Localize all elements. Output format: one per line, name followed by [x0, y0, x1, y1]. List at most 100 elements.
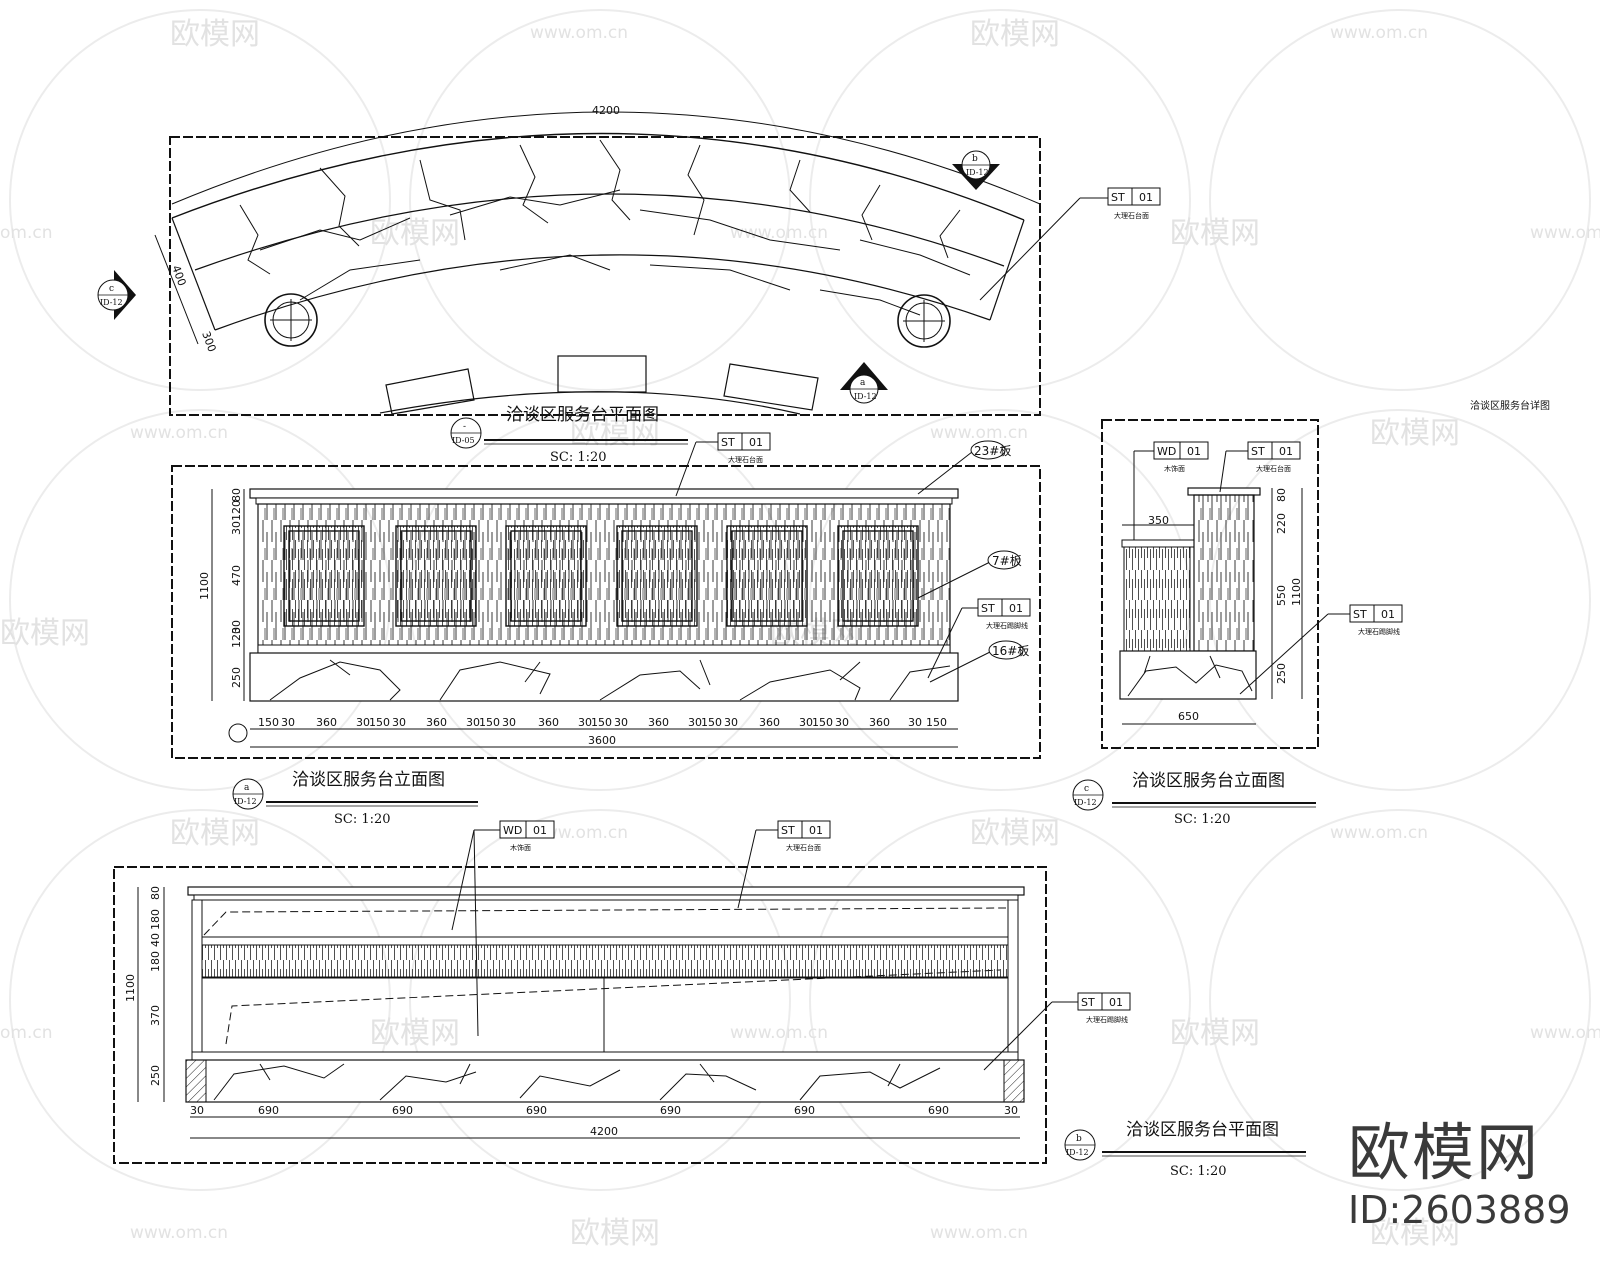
svg-text:120: 120: [230, 627, 243, 648]
watermark-brand: 欧模网: [1370, 1216, 1460, 1251]
svg-text:30: 30: [799, 716, 813, 729]
svg-text:www.om.cn: www.om.cn: [1530, 223, 1600, 243]
svg-text:80: 80: [149, 886, 162, 900]
svg-text:30: 30: [724, 716, 738, 729]
brand-id: ID:2603889: [1348, 1188, 1571, 1232]
svg-text:01: 01: [1109, 996, 1123, 1009]
svg-text:www.om.cn: www.om.cn: [1330, 23, 1428, 43]
svg-text:150: 150: [591, 716, 612, 729]
watermark-brand: 欧模网: [1170, 216, 1260, 251]
svg-text:690: 690: [928, 1104, 949, 1117]
svg-text:www.om.cn: www.om.cn: [130, 1223, 228, 1243]
elev-side-title: 洽谈区服务台立面图: [1132, 771, 1285, 791]
svg-text:ST: ST: [1111, 191, 1125, 204]
bottom-tag-st01: ST 01 大理石台面: [737, 820, 831, 909]
plan-top-scale: SC: 1:20: [550, 450, 607, 465]
material-tag-st01-top: ST 01 大理石台面: [675, 432, 771, 497]
svg-text:a: a: [244, 783, 250, 793]
dim-vtotal-bottom: 1100: [124, 974, 137, 1002]
watermark-brand: 欧模网: [170, 816, 260, 851]
svg-text:220: 220: [1275, 513, 1288, 534]
side-tag-st01: ST 01 大理石台面: [1219, 441, 1301, 493]
elev-side-scale: SC: 1:20: [1174, 812, 1231, 827]
arc-dimension-line: [171, 111, 1041, 205]
svg-text:www.om.cn: www.om.cn: [930, 423, 1028, 443]
svg-text:360: 360: [759, 716, 780, 729]
dim-depth-400: 400: [169, 264, 188, 288]
section-marker-b: b ID-12: [952, 150, 1000, 190]
svg-text:大理石踢脚线: 大理石踢脚线: [986, 621, 1028, 630]
svg-text:www.om.cn: www.om.cn: [1330, 823, 1428, 843]
bottom-tag-wd01: WD 01 木饰面: [451, 820, 555, 1037]
svg-text:ST: ST: [1353, 608, 1367, 621]
svg-text:30: 30: [356, 716, 370, 729]
elev-front-title: 洽谈区服务台立面图: [292, 770, 445, 790]
svg-text:ID-12: ID-12: [234, 797, 257, 806]
plan-bottom-scale: SC: 1:20: [1170, 1164, 1227, 1179]
watermark-brand: 欧模网: [570, 1216, 660, 1251]
svg-text:150: 150: [369, 716, 390, 729]
svg-text:ST: ST: [1251, 445, 1265, 458]
elev-front-scale: SC: 1:20: [334, 812, 391, 827]
watermark-brand: 欧模网: [970, 17, 1060, 52]
svg-text:30: 30: [392, 716, 406, 729]
svg-text:30: 30: [190, 1104, 204, 1117]
svg-text:-: -: [463, 422, 466, 432]
svg-text:b: b: [972, 154, 978, 164]
svg-text:01: 01: [1139, 191, 1153, 204]
svg-text:180: 180: [149, 951, 162, 972]
svg-text:360: 360: [648, 716, 669, 729]
svg-text:WD: WD: [1157, 445, 1176, 458]
svg-text:30: 30: [281, 716, 295, 729]
svg-text:30: 30: [1004, 1104, 1018, 1117]
svg-text:30: 30: [230, 521, 243, 535]
plan-bottom-frame: [113, 866, 1047, 1164]
svg-text:大理石台面: 大理石台面: [786, 843, 821, 852]
svg-text:大理石台面: 大理石台面: [1256, 464, 1291, 473]
side-tag-base: ST 01 大理石踢脚线: [1239, 604, 1403, 695]
svg-text:大理石踢脚线: 大理石踢脚线: [1086, 1015, 1128, 1024]
svg-text:ID-05: ID-05: [452, 436, 475, 445]
plan-view-bottom: 80 180 40 180 370 250 1100 30 690 690 69…: [113, 820, 1306, 1179]
svg-text:大理石台面: 大理石台面: [728, 455, 763, 464]
svg-text:690: 690: [794, 1104, 815, 1117]
svg-text:www.om.cn: www.om.cn: [130, 423, 228, 443]
svg-text:om.cn: om.cn: [0, 1023, 53, 1043]
svg-text:180: 180: [149, 909, 162, 930]
svg-text:www.om.cn: www.om.cn: [730, 223, 828, 243]
svg-text:木饰面: 木饰面: [510, 843, 531, 852]
watermark-brand: 欧模网: [0, 616, 90, 651]
svg-text:01: 01: [1187, 445, 1201, 458]
svg-text:30: 30: [835, 716, 849, 729]
svg-text:a: a: [860, 378, 866, 388]
recessed-panels: [283, 525, 919, 627]
svg-text:30: 30: [908, 716, 922, 729]
watermark-brand: 欧模网: [570, 416, 660, 451]
svg-text:150: 150: [258, 716, 279, 729]
watermark-brand: 欧模网: [1370, 416, 1460, 451]
svg-text:www.om.cn: www.om.cn: [730, 1023, 828, 1043]
svg-text:www.om.cn: www.om.cn: [1530, 1023, 1600, 1043]
svg-text:250: 250: [230, 667, 243, 688]
watermark-brand: 欧模网: [370, 1016, 460, 1051]
svg-text:690: 690: [392, 1104, 413, 1117]
section-marker-c: c ID-12: [97, 270, 136, 320]
brand-name: 欧模网: [1348, 1116, 1541, 1189]
title-marker-front: a ID-12: [232, 778, 264, 810]
side-tag-wd01: WD 01 木饰面: [1133, 441, 1209, 540]
callout-16: 16#板: [929, 640, 1029, 683]
svg-text:ID-12: ID-12: [1074, 798, 1097, 807]
svg-text:01: 01: [1381, 608, 1395, 621]
svg-text:ID-12: ID-12: [854, 392, 877, 401]
svg-text:80: 80: [230, 488, 243, 502]
svg-text:木饰面: 木饰面: [1164, 464, 1185, 473]
svg-text:www.om.cn: www.om.cn: [530, 823, 628, 843]
svg-text:360: 360: [316, 716, 337, 729]
svg-text:250: 250: [1275, 663, 1288, 684]
svg-text:30: 30: [230, 620, 243, 634]
dim-vtotal-side: 1100: [1290, 578, 1303, 606]
dim-htotal-bottom: 4200: [590, 1125, 618, 1138]
svg-text:120: 120: [230, 500, 243, 521]
wood-panel-body: [257, 503, 951, 655]
